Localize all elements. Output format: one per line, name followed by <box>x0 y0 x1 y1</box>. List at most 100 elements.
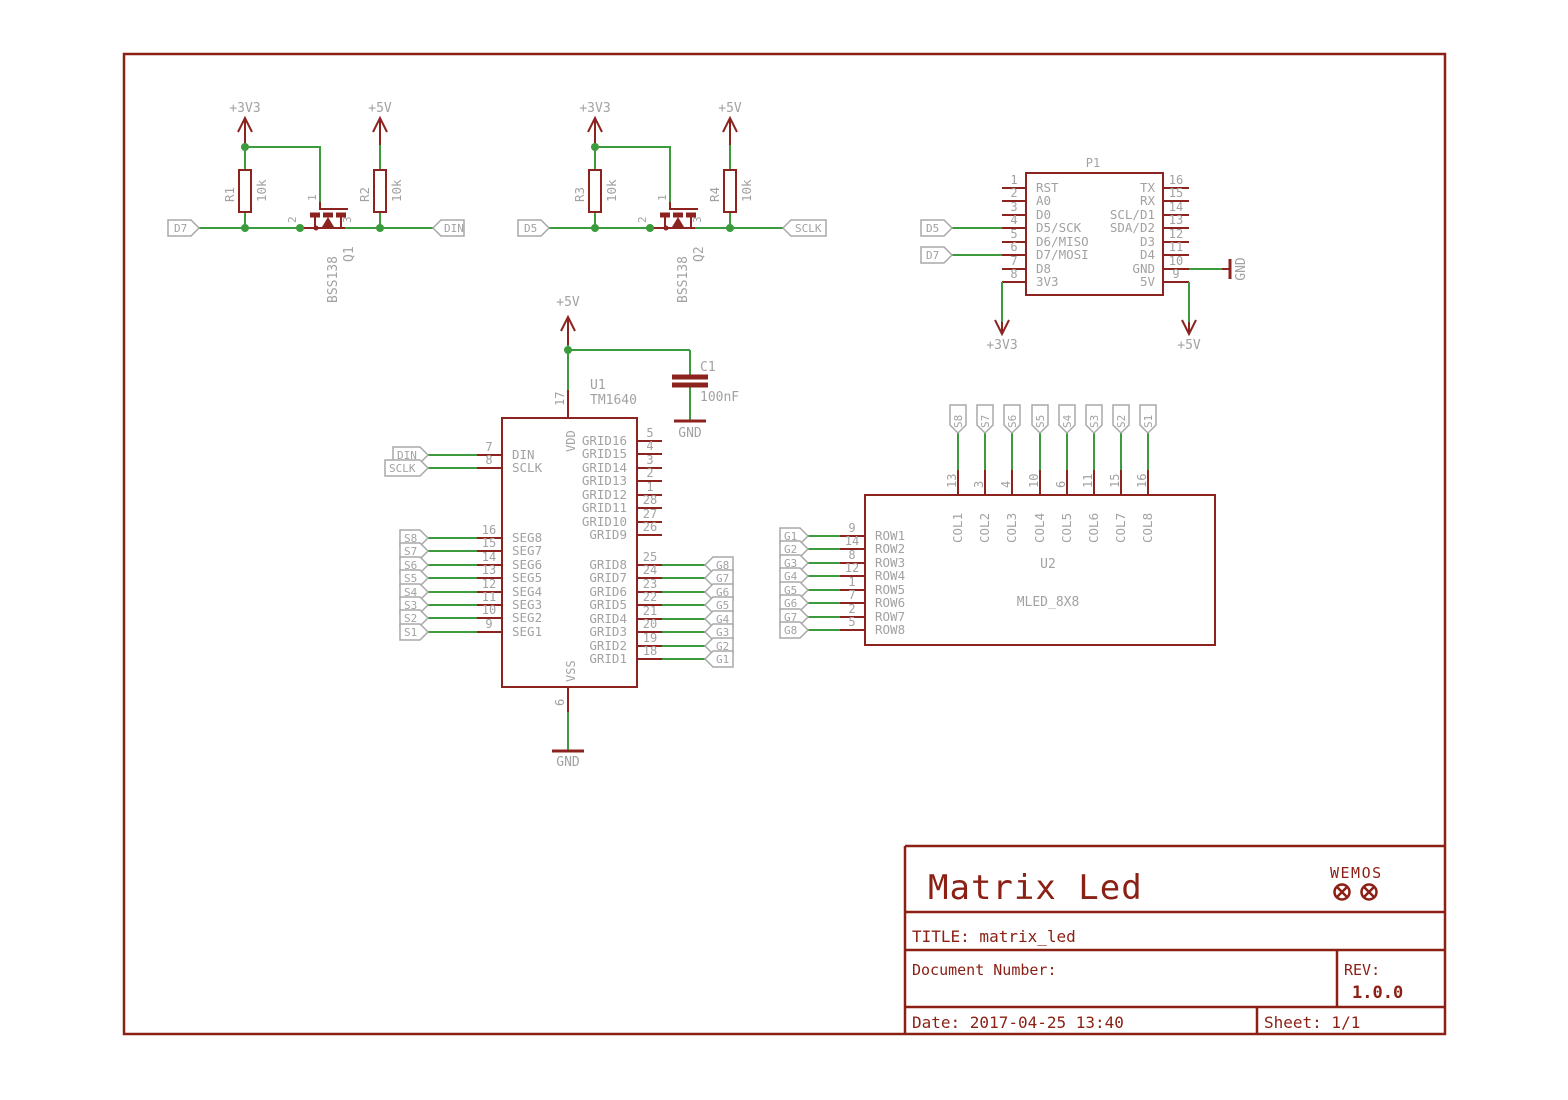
junction-dot <box>591 143 599 151</box>
sheet-title: TITLE: matrix_led <box>912 927 1076 946</box>
resistor-ref: R2 <box>357 187 372 202</box>
pin-name: GRID6 <box>589 584 627 599</box>
pin-name: A0 <box>1036 193 1051 208</box>
capacitor-plates <box>672 374 708 388</box>
resistor-value: 10k <box>254 179 269 202</box>
pin-number: 3 <box>646 453 653 467</box>
pin-name: TX <box>1140 180 1156 195</box>
pin-name: SEG3 <box>512 597 542 612</box>
pin-number: 21 <box>643 604 657 618</box>
pin-number: 5 <box>646 426 653 440</box>
pin-name: SEG4 <box>512 584 542 599</box>
pin-number: 1 <box>848 575 855 589</box>
net-flag <box>779 621 810 639</box>
resistor-body-r1 <box>238 169 252 213</box>
net-flag-label: G4 <box>784 570 798 583</box>
net-flag-label: S5 <box>404 572 417 585</box>
ic-u2-mled8x8: U2 MLED_8X8 13 3 4 10 6 11 15 16 COL1 CO… <box>779 404 1216 646</box>
pin-name: D3 <box>1140 234 1155 249</box>
wires-green <box>199 145 433 229</box>
net-flag-label: G2 <box>784 543 797 556</box>
net-flag <box>781 219 827 237</box>
part-name: TM1640 <box>590 393 637 408</box>
document-number-label: Document Number: <box>912 961 1057 979</box>
pin-name: GND <box>1132 261 1155 276</box>
net-flag-label: S1 <box>404 626 417 639</box>
pin-number: 7 <box>485 440 492 454</box>
pin-number: 9 <box>485 617 492 631</box>
power-label-5v: +5V <box>556 295 580 310</box>
rev-value: 1.0.0 <box>1352 983 1403 1003</box>
pin-name: D7/MOSI <box>1036 247 1089 262</box>
mosfet-part: BSS138 <box>326 256 341 303</box>
pin-name: GRID4 <box>589 611 627 626</box>
net-flag-label: S2 <box>1115 415 1128 428</box>
pin-number: 6 <box>1054 481 1068 488</box>
title-block-lines <box>903 844 1445 1034</box>
net-flag-label: G6 <box>784 597 797 610</box>
pin-number: 7 <box>1010 254 1017 268</box>
pin-name: ROW6 <box>875 595 905 610</box>
pin-number: 1 <box>306 194 319 201</box>
pin-number: 9 <box>1172 267 1179 281</box>
pin-number: 15 <box>1108 474 1122 488</box>
net-flag-label: DIN <box>397 449 417 462</box>
net-flag <box>384 459 430 477</box>
pin-name: GRID7 <box>589 570 627 585</box>
net-flag-label: S8 <box>404 532 417 545</box>
pin-name: ROW7 <box>875 609 905 624</box>
junction-dot <box>296 224 304 232</box>
pin-name: ROW1 <box>875 528 905 543</box>
date-value: Date: 2017-04-25 13:40 <box>912 1013 1124 1032</box>
pin-name: GRID2 <box>589 638 627 653</box>
net-flag-label: S4 <box>1061 414 1074 428</box>
part-ref: P1 <box>1086 156 1100 170</box>
pin-number: 15 <box>1169 186 1183 200</box>
pin-number: 13 <box>482 563 496 577</box>
power-label-3v3: +3V3 <box>579 101 610 116</box>
wires-green <box>808 433 1149 631</box>
pin-name: 3V3 <box>1036 274 1059 289</box>
net-flag <box>1139 404 1157 435</box>
pin-number: 1 <box>646 480 653 494</box>
junction-dot <box>241 224 249 232</box>
pin-name: 5V <box>1140 274 1156 289</box>
net-flag-label: G4 <box>716 613 730 626</box>
net-flag <box>431 219 465 237</box>
pin-name: COL1 <box>950 513 965 543</box>
power-label-5v: +5V <box>718 101 742 116</box>
pin-name: COL7 <box>1113 513 1128 543</box>
pin-name: GRID11 <box>582 500 627 515</box>
pin-number: 20 <box>643 617 657 631</box>
pin-number: 3 <box>972 481 986 488</box>
net-flag-label: G2 <box>716 640 729 653</box>
junction-dot <box>564 346 572 354</box>
net-flag-label: S8 <box>952 415 965 428</box>
net-flag-label: G1 <box>784 530 797 543</box>
net-flag-label: D7 <box>174 222 187 235</box>
mosfet-body <box>300 202 348 229</box>
pin-number: 22 <box>643 590 657 604</box>
wires-green <box>952 227 1222 322</box>
net-flag-label: S1 <box>1142 415 1155 428</box>
part-body <box>501 417 638 688</box>
net-flag-label: S3 <box>1088 415 1101 428</box>
pin-name: COL3 <box>1004 513 1019 543</box>
net-flag <box>1085 404 1103 435</box>
pin-name: SCL/D1 <box>1110 207 1155 222</box>
gnd-label: GND <box>678 426 702 441</box>
part-name: MLED_8X8 <box>1017 595 1080 610</box>
pin-name: GRID3 <box>589 624 627 639</box>
power-arrow-up <box>587 115 738 147</box>
wires-green <box>549 145 783 229</box>
pin-number: 5 <box>848 615 855 629</box>
net-flag-label: DIN <box>444 222 464 235</box>
pin-number: 2 <box>636 216 649 223</box>
pin-name: D0 <box>1036 207 1051 222</box>
net-flag <box>703 650 734 668</box>
net-flag-label: G7 <box>784 611 797 624</box>
pin-number: 3 <box>341 216 354 223</box>
pin-number: 2 <box>646 466 653 480</box>
pin-number: 11 <box>1169 240 1183 254</box>
pin-number: 10 <box>1169 254 1183 268</box>
